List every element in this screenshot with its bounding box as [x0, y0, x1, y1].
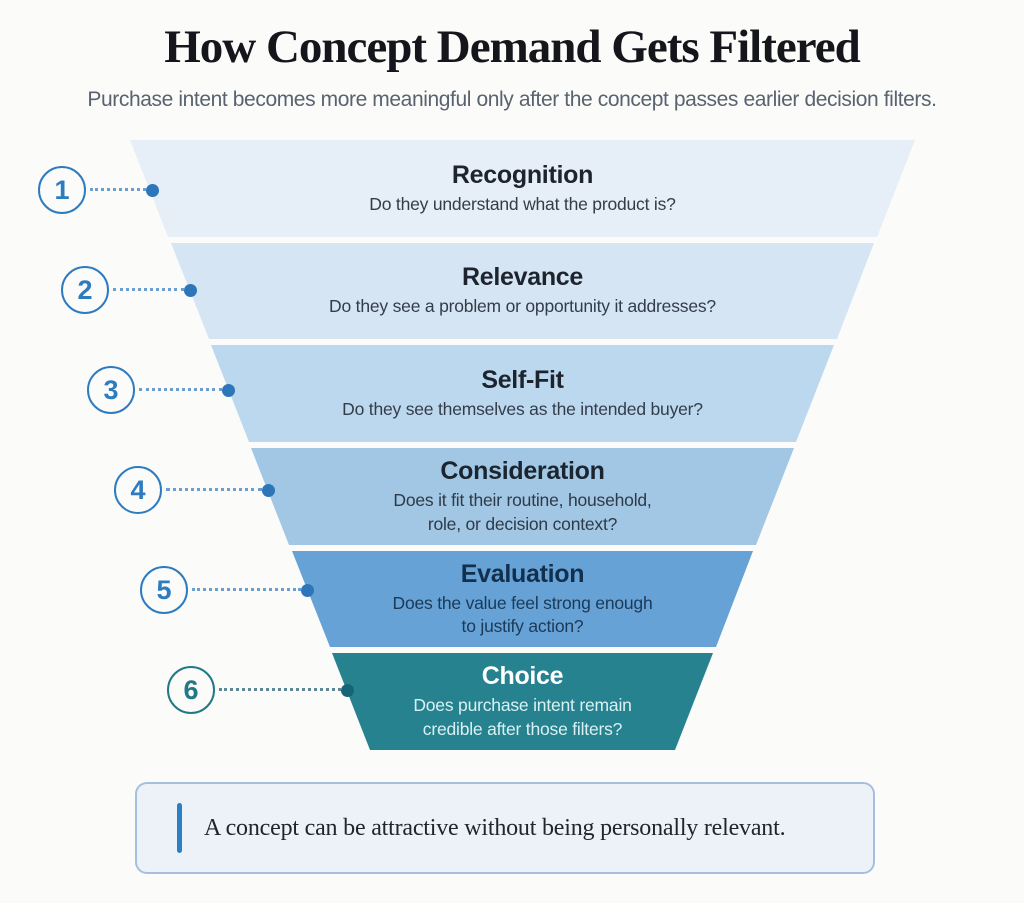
- step-number-badge-3: 3: [87, 366, 135, 414]
- funnel-segment-choice: Choice Does purchase intent remain credi…: [332, 653, 713, 750]
- dotted-connector-2: [113, 288, 184, 291]
- segment-title: Evaluation: [460, 559, 585, 588]
- dotted-connector-6: [219, 688, 341, 691]
- step-number-badge-2: 2: [61, 266, 109, 314]
- key-insight-callout: A concept can be attractive without bein…: [135, 782, 875, 874]
- dotted-connector-3: [139, 388, 222, 391]
- callout-accent-bar: [177, 803, 182, 853]
- edge-dot-6: [341, 684, 354, 697]
- segment-title: Choice: [481, 662, 564, 691]
- funnel-segment-consideration: Consideration Does it fit their routine,…: [251, 448, 794, 545]
- funnel-diagram: Recognition Do they understand what the …: [130, 140, 915, 750]
- funnel-segment-self-fit: Self-Fit Do they see themselves as the i…: [211, 345, 834, 442]
- edge-dot-3: [222, 384, 235, 397]
- step-number-badge-4: 4: [114, 466, 162, 514]
- segment-question: Does the value feel strong enough to jus…: [392, 592, 653, 636]
- segment-title: Relevance: [462, 263, 583, 292]
- funnel-segment-evaluation: Evaluation Does the value feel strong en…: [292, 551, 753, 647]
- dotted-connector-4: [166, 488, 262, 491]
- step-number-badge-5: 5: [140, 566, 188, 614]
- segment-title: Recognition: [451, 160, 594, 189]
- segment-title: Consideration: [440, 457, 605, 486]
- step-number-badge-6: 6: [167, 666, 215, 714]
- dotted-connector-1: [90, 188, 146, 191]
- edge-dot-1: [146, 184, 159, 197]
- segment-question: Do they see a problem or opportunity it …: [329, 296, 716, 317]
- funnel-segment-recognition: Recognition Do they understand what the …: [130, 140, 915, 237]
- edge-dot-5: [301, 584, 314, 597]
- step-number-badge-1: 1: [38, 166, 86, 214]
- page-subtitle: Purchase intent becomes more meaningful …: [87, 88, 937, 111]
- segment-question: Do they understand what the product is?: [369, 193, 676, 214]
- dotted-connector-5: [192, 588, 301, 591]
- page-title: How Concept Demand Gets Filtered: [164, 21, 861, 73]
- callout-text: A concept can be attractive without bein…: [204, 814, 786, 841]
- segment-title: Self-Fit: [481, 365, 564, 394]
- edge-dot-2: [184, 284, 197, 297]
- segment-question: Does purchase intent remain credible aft…: [413, 695, 632, 739]
- edge-dot-4: [262, 484, 275, 497]
- segment-question: Do they see themselves as the intended b…: [342, 398, 703, 419]
- segment-question: Does it fit their routine, household, ro…: [393, 490, 652, 534]
- funnel-segment-relevance: Relevance Do they see a problem or oppor…: [171, 243, 874, 339]
